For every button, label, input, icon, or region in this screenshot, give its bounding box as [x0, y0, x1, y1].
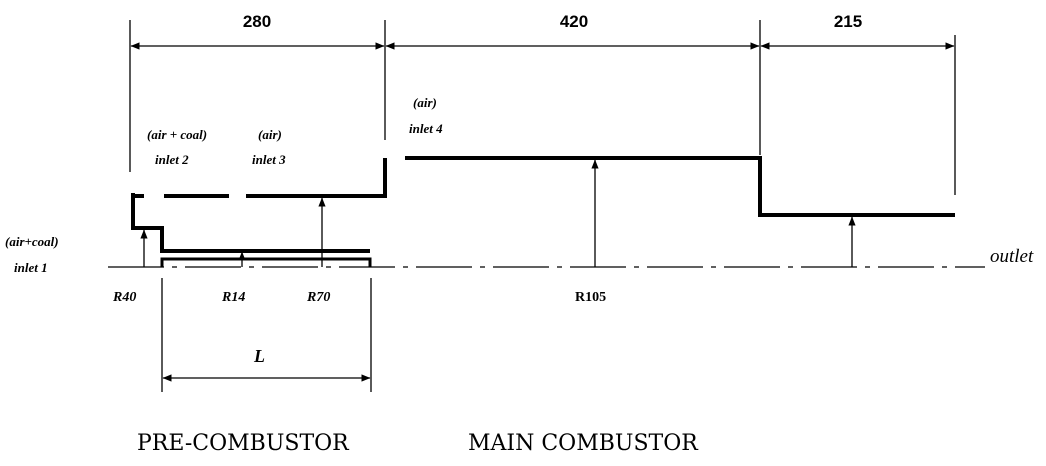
length-dimension: L [161, 278, 372, 392]
inlet-labels: (air+coal) inlet 1 (air + coal) inlet 2 … [5, 95, 443, 275]
inlet4-fluid: (air) [413, 95, 437, 110]
dim-label-l: L [253, 346, 265, 366]
inlet4-name: inlet 4 [409, 121, 443, 136]
inlet1-fluid: (air+coal) [5, 234, 59, 249]
dim-label-215: 215 [834, 12, 862, 31]
radius-label-r14: R14 [221, 290, 245, 305]
radius-label-r70: R70 [306, 290, 330, 305]
radius-label-r40: R40 [112, 290, 136, 305]
extension-lines [129, 20, 956, 195]
inner-tube [160, 257, 372, 267]
dim-label-420: 420 [560, 12, 588, 31]
inlet2-fluid: (air + coal) [147, 127, 207, 142]
section-title-main: MAIN COMBUSTOR [468, 431, 699, 456]
outlet-label: outlet [990, 246, 1034, 267]
radius-labels: R40 R14 R70 R105 [112, 290, 606, 305]
radius-label-r105: R105 [575, 290, 606, 305]
inlet1-name: inlet 1 [14, 260, 48, 275]
combustor-wall [131, 156, 955, 253]
dim-label-280: 280 [243, 12, 271, 31]
inlet2-name: inlet 2 [155, 152, 189, 167]
inlet3-name: inlet 3 [252, 152, 286, 167]
section-title-pre: PRE-COMBUSTOR [137, 431, 350, 456]
inlet3-fluid: (air) [258, 127, 282, 142]
radius-arrows [140, 159, 856, 267]
top-dimensions: 280 420 215 [130, 12, 955, 50]
